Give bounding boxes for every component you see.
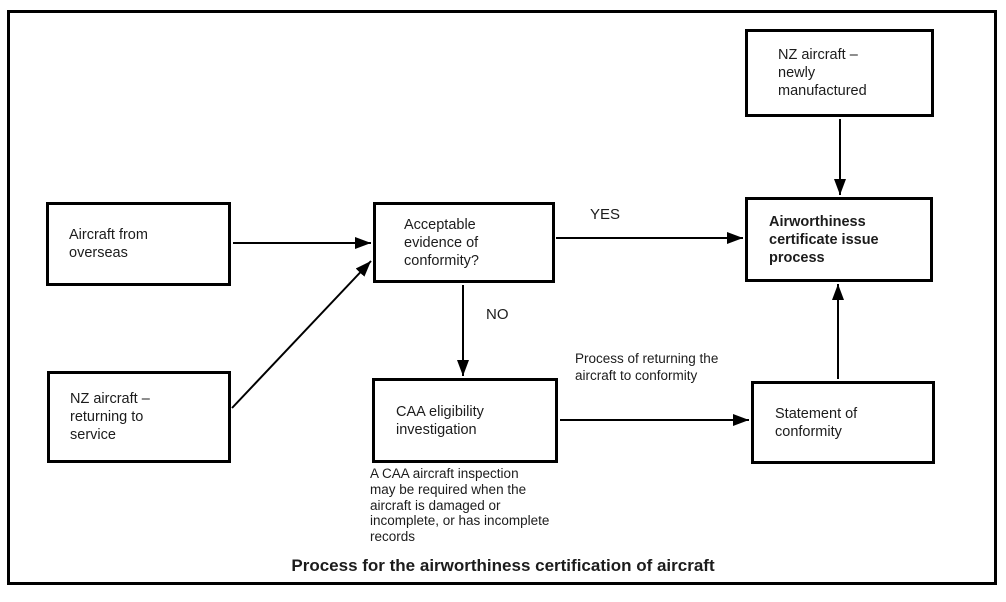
- node-nz-returning-to-service-label: NZ aircraft – returning to service: [70, 391, 150, 443]
- node-nz-returning-to-service: NZ aircraft – returning to service: [47, 371, 231, 463]
- diagram-caption: Process for the airworthiness certificat…: [291, 556, 715, 575]
- node-nz-newly-manufactured-label: NZ aircraft – newly manufactured: [778, 47, 867, 99]
- node-statement-of-conformity: Statement of conformity: [751, 381, 935, 464]
- caa-inspection-note: A CAA aircraft inspection may be require…: [370, 466, 550, 545]
- node-airworthiness-certificate-issue-process-label: Airworthiness certificate issue process: [769, 213, 879, 266]
- node-acceptable-evidence-of-conformity-label: Acceptable evidence of conformity?: [404, 216, 479, 269]
- node-caa-eligibility-investigation: CAA eligibility investigation: [372, 378, 558, 463]
- node-aircraft-from-overseas-label: Aircraft from overseas: [69, 227, 148, 261]
- node-caa-eligibility-investigation-label: CAA eligibility investigation: [396, 403, 484, 438]
- node-acceptable-evidence-of-conformity: Acceptable evidence of conformity?: [373, 202, 555, 283]
- edge-label-returning-process: Process of returning the aircraft to con…: [575, 351, 719, 383]
- node-airworthiness-certificate-issue-process: Airworthiness certificate issue process: [745, 197, 933, 282]
- node-statement-of-conformity-label: Statement of conformity: [775, 405, 858, 440]
- node-aircraft-from-overseas: Aircraft from overseas: [46, 202, 231, 286]
- edge-label-no: NO: [486, 306, 509, 323]
- edge-label-yes: YES: [590, 206, 621, 223]
- node-nz-newly-manufactured: NZ aircraft – newly manufactured: [745, 29, 934, 117]
